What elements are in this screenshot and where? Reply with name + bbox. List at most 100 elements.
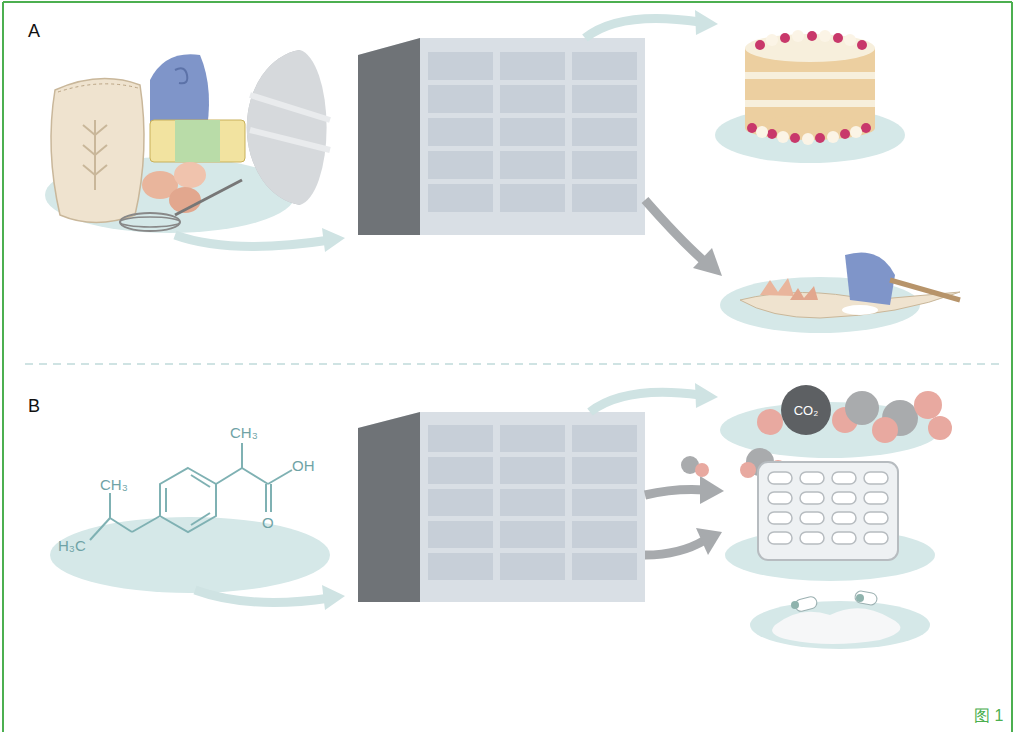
black-box-part-part	[500, 425, 565, 452]
chemical-group: CH₃	[100, 477, 128, 492]
chemical-group: O	[262, 515, 274, 530]
ibuprofen-structure-part	[160, 468, 216, 532]
ibuprofen-structure-part	[191, 513, 210, 525]
pill-blister-part-part	[768, 532, 792, 544]
spilled-powder-part	[856, 594, 864, 602]
failed-mess	[720, 253, 960, 334]
black-box-part-part	[572, 118, 637, 146]
black-box-part-part	[572, 489, 637, 516]
molecule-circle: CO₂	[781, 385, 831, 435]
black-box-part-part	[428, 118, 493, 146]
arrow-head	[695, 10, 718, 35]
black-box-part-part	[500, 85, 565, 113]
black-box-part-part	[428, 521, 493, 548]
output-arrow	[645, 490, 705, 495]
pill-blister-part-part	[864, 512, 888, 524]
cake-part-part	[792, 30, 804, 42]
black-box-part-part	[572, 85, 637, 113]
output-arrow	[590, 392, 700, 412]
pill-blister	[725, 462, 935, 581]
arrow-head	[322, 585, 345, 610]
ingredients-part	[175, 180, 242, 215]
cake-part	[745, 72, 875, 79]
cake-part-part	[819, 30, 831, 42]
ingredients-part	[51, 79, 144, 223]
black-box-part	[358, 412, 420, 602]
black-box-part	[358, 38, 420, 235]
pill-blister-part-part	[800, 532, 824, 544]
ingredients-part	[120, 217, 180, 227]
ibuprofen-structure-part	[191, 475, 210, 487]
black-box-part-part	[572, 425, 637, 452]
ibuprofen-structure-part	[50, 517, 330, 593]
pill-blister-part	[758, 462, 898, 560]
black-box-part-part	[500, 184, 565, 212]
black-box-part-part	[500, 151, 565, 179]
black-box-part-part	[572, 521, 637, 548]
cake-part	[756, 30, 862, 145]
black-box-part-part	[572, 151, 637, 179]
gas-molecules-part	[914, 391, 942, 419]
cake-part-part	[766, 34, 778, 46]
figure-frame-part	[3, 1, 1012, 3]
black-box-part-part	[500, 52, 565, 80]
ibuprofen-structure-part	[90, 518, 110, 540]
cake-part-part	[861, 123, 871, 133]
cake-part-part	[807, 31, 817, 41]
cake-part-part	[777, 131, 789, 143]
black-box-part	[420, 38, 645, 235]
pill-blister-part-part	[768, 472, 792, 484]
black-box-part-part	[428, 553, 493, 580]
black-box-part-part	[500, 457, 565, 484]
pill-blister-part-part	[832, 472, 856, 484]
ibuprofen-structure-part	[109, 493, 111, 518]
failed-mess-part	[760, 278, 794, 296]
ingredients-part	[58, 84, 138, 92]
pill-blister-part-part	[832, 532, 856, 544]
pill-blister-part-part	[832, 492, 856, 504]
failed-mess-part	[842, 305, 878, 315]
panel-letter: A	[28, 22, 40, 40]
gas-molecules-part	[845, 391, 879, 425]
panel-letter: B	[28, 397, 40, 415]
pill-blister-part-part	[800, 492, 824, 504]
spilled-powder	[750, 590, 930, 649]
ibuprofen-structure-part	[216, 468, 242, 484]
cake-part-part	[850, 126, 862, 138]
cake-part-part	[755, 40, 765, 50]
ibuprofen-structure-part	[110, 518, 132, 532]
cake-part-part	[844, 34, 856, 46]
ingredients-part	[247, 50, 327, 205]
ingredients-part	[250, 95, 330, 150]
gas-molecules-part	[928, 416, 952, 440]
gas-molecules-part	[695, 463, 709, 477]
ingredients-part	[174, 162, 206, 188]
input-arrow	[195, 590, 330, 603]
arrow-head	[695, 383, 718, 408]
arrow-head	[693, 248, 722, 276]
pill-blister-part-part	[800, 472, 824, 484]
gas-molecules-part	[872, 417, 898, 443]
black-box-part	[428, 52, 637, 212]
pill-blister-part-part	[832, 512, 856, 524]
cake-part-part	[802, 133, 814, 145]
black-box-part	[420, 412, 645, 602]
gas-molecules-part	[757, 409, 783, 435]
ingredients-part	[175, 120, 220, 162]
black-box	[358, 38, 645, 235]
black-box-part-part	[500, 489, 565, 516]
black-box-part-part	[500, 553, 565, 580]
output-arrow	[645, 200, 705, 262]
cake-part	[747, 31, 871, 143]
output-arrow	[585, 18, 700, 38]
pill-blister-part-part	[864, 472, 888, 484]
black-box-part-part	[572, 184, 637, 212]
figure-frame-part	[1011, 2, 1013, 732]
black-box-part-part	[572, 52, 637, 80]
pill-blister-part-part	[768, 512, 792, 524]
black-box-part-part	[428, 184, 493, 212]
chemical-group: OH	[292, 458, 315, 473]
figure-frame	[3, 2, 1012, 732]
spilled-powder-part	[791, 601, 799, 609]
